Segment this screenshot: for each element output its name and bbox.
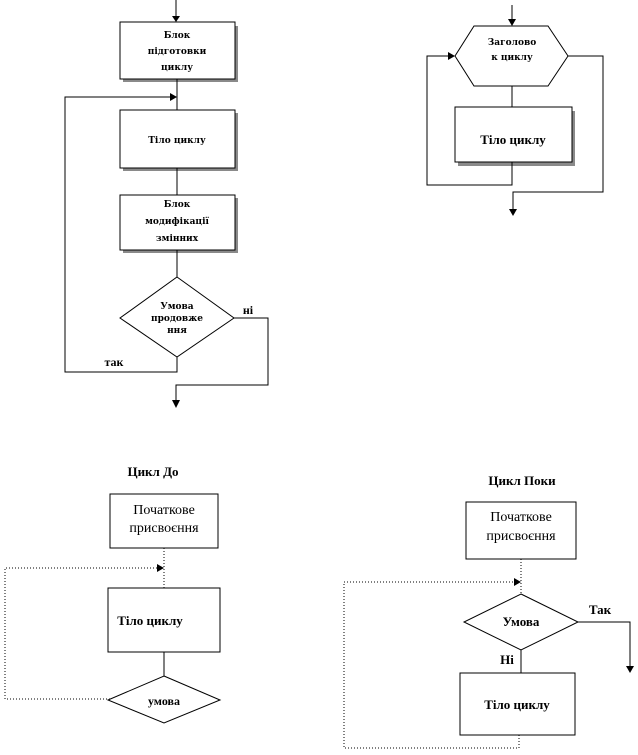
loop-back-line <box>64 96 178 373</box>
diagram4-title: Цикл Поки <box>488 473 556 488</box>
loop-body-label: Тіло циклу <box>148 136 206 146</box>
arrow-head <box>514 578 521 586</box>
prep-block-line-3: циклу <box>161 63 193 73</box>
modify-block: Блок модифікації змінних <box>119 194 238 253</box>
condition-line-2: продовже <box>151 314 203 324</box>
arrow-head <box>509 209 517 216</box>
arrow-head <box>172 400 180 408</box>
loop-body-block: Тіло циклу <box>119 109 238 171</box>
loop-body-label: Тіло циклу <box>484 697 550 712</box>
arrow-head <box>157 564 164 572</box>
condition-diamond: умова <box>106 675 222 724</box>
label-yes: Так <box>589 602 612 617</box>
diagram3-title: Цикл До <box>127 464 178 479</box>
init-line-1: Початкове <box>490 510 552 525</box>
condition-diamond: Умова <box>462 593 580 651</box>
init-block: Початкове присвоєння <box>465 501 577 560</box>
diagram-generic-loop: Блок підготовки циклу Тіло циклу Блок мо… <box>64 0 269 408</box>
condition-diamond: Умова продовже ння <box>119 276 235 358</box>
label-yes: так <box>105 355 124 369</box>
arrow-head <box>448 52 455 60</box>
exit-line <box>512 55 604 211</box>
diagram-for-loop: Заголово к циклу Тіло циклу <box>426 5 604 216</box>
loop-body-block: Тіло циклу <box>454 106 575 166</box>
header-line-2: к циклу <box>491 53 533 63</box>
condition-line-3: ння <box>167 326 187 336</box>
arrow-head <box>170 93 177 101</box>
loop-body-label: Тіло циклу <box>480 132 546 147</box>
loop-back-line <box>4 567 158 700</box>
exit-line <box>578 621 631 668</box>
arrow-head <box>508 19 516 26</box>
modify-block-line-1: Блок <box>164 200 191 210</box>
init-line-2: присвоєння <box>129 521 199 536</box>
exit-line <box>175 317 269 402</box>
loop-body-label: Тіло циклу <box>117 613 183 628</box>
prep-block: Блок підготовки циклу <box>119 21 238 82</box>
prep-block-line-1: Блок <box>164 31 191 41</box>
label-no: ні <box>243 303 254 317</box>
init-line-1: Початкове <box>133 503 195 518</box>
init-line-2: присвоєння <box>486 529 556 544</box>
condition-label: умова <box>148 694 180 708</box>
prep-block-line-2: підготовки <box>148 47 207 57</box>
init-block: Початкове присвоєння <box>109 493 219 549</box>
header-line-1: Заголово <box>488 38 536 48</box>
loop-body-block: Тіло циклу <box>459 672 576 736</box>
diagram-while: Цикл Поки Початкове присвоєння Умова Так… <box>343 473 634 749</box>
diagram-do-until: Цикл До Початкове присвоєння Тіло циклу … <box>4 464 222 724</box>
return-line <box>426 55 513 186</box>
modify-block-line-2: модифікації <box>145 216 209 227</box>
loop-header-hexagon: Заголово к циклу <box>454 25 569 87</box>
loop-body-block: Тіло циклу <box>107 587 221 653</box>
condition-label: Умова <box>503 614 540 629</box>
arrow-head <box>626 666 634 673</box>
condition-line-1: Умова <box>160 302 193 312</box>
arrow-head <box>172 16 180 22</box>
label-no: Ні <box>500 652 514 667</box>
modify-block-line-3: змінних <box>156 234 199 244</box>
